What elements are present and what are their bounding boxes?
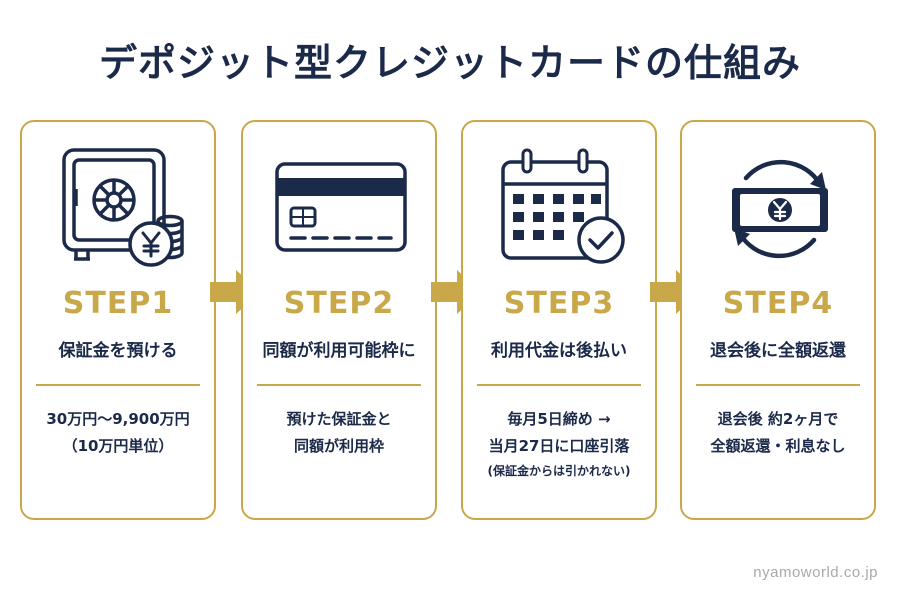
step-detail: 退会後 約2ヶ月で 全額返還・利息なし [682, 406, 874, 460]
safe-with-yen-coins-icon [22, 144, 218, 284]
page-title: デポジット型クレジットカードの仕組み [98, 41, 801, 85]
detail-line: 全額返還・利息なし [710, 437, 846, 455]
step-heading: 利用代金は後払い [491, 341, 627, 361]
step-label: STEP3 [503, 286, 615, 321]
divider [36, 384, 200, 386]
credit-card-icon [243, 144, 439, 284]
detail-line: 同額が利用枠 [293, 437, 384, 455]
calendar-check-icon [463, 144, 659, 284]
detail-note: (保証金からは引かれない) [487, 464, 631, 478]
step-detail: 毎月5日締め → 当月27日に口座引落 (保証金からは引かれない) [463, 406, 655, 482]
step-card-1: STEP1 保証金を預ける 30万円～9,900万円 （10万円単位） [20, 120, 216, 520]
step-label: STEP1 [62, 286, 174, 321]
step-label: STEP2 [283, 286, 395, 321]
step-card-2: STEP2 同額が利用可能枠に 預けた保証金と 同額が利用枠 [241, 120, 437, 520]
divider [477, 384, 641, 386]
detail-line: 毎月5日締め → [507, 410, 611, 428]
detail-line: 当月27日に口座引落 [488, 437, 630, 455]
step-card-4: STEP4 退会後に全額返還 退会後 約2ヶ月で 全額返還・利息なし [680, 120, 876, 520]
step-heading: 退会後に全額返還 [710, 341, 846, 361]
step-detail: 30万円～9,900万円 （10万円単位） [22, 406, 214, 460]
step-detail: 預けた保証金と 同額が利用枠 [243, 406, 435, 460]
step-card-3: STEP3 利用代金は後払い 毎月5日締め → 当月27日に口座引落 (保証金か… [461, 120, 657, 520]
detail-line: 預けた保証金と [286, 410, 392, 428]
divider [696, 384, 860, 386]
step-heading: 保証金を預ける [58, 341, 178, 361]
step-heading: 同額が利用可能枠に [262, 341, 416, 361]
detail-line: 30万円～9,900万円 [46, 410, 190, 428]
yen-refund-cycle-icon [682, 144, 878, 284]
detail-line: 退会後 約2ヶ月で [717, 410, 839, 428]
detail-line: （10万円単位） [62, 437, 174, 455]
step-label: STEP4 [722, 286, 834, 321]
divider [257, 384, 421, 386]
site-watermark: nyamoworld.co.jp [753, 564, 878, 581]
